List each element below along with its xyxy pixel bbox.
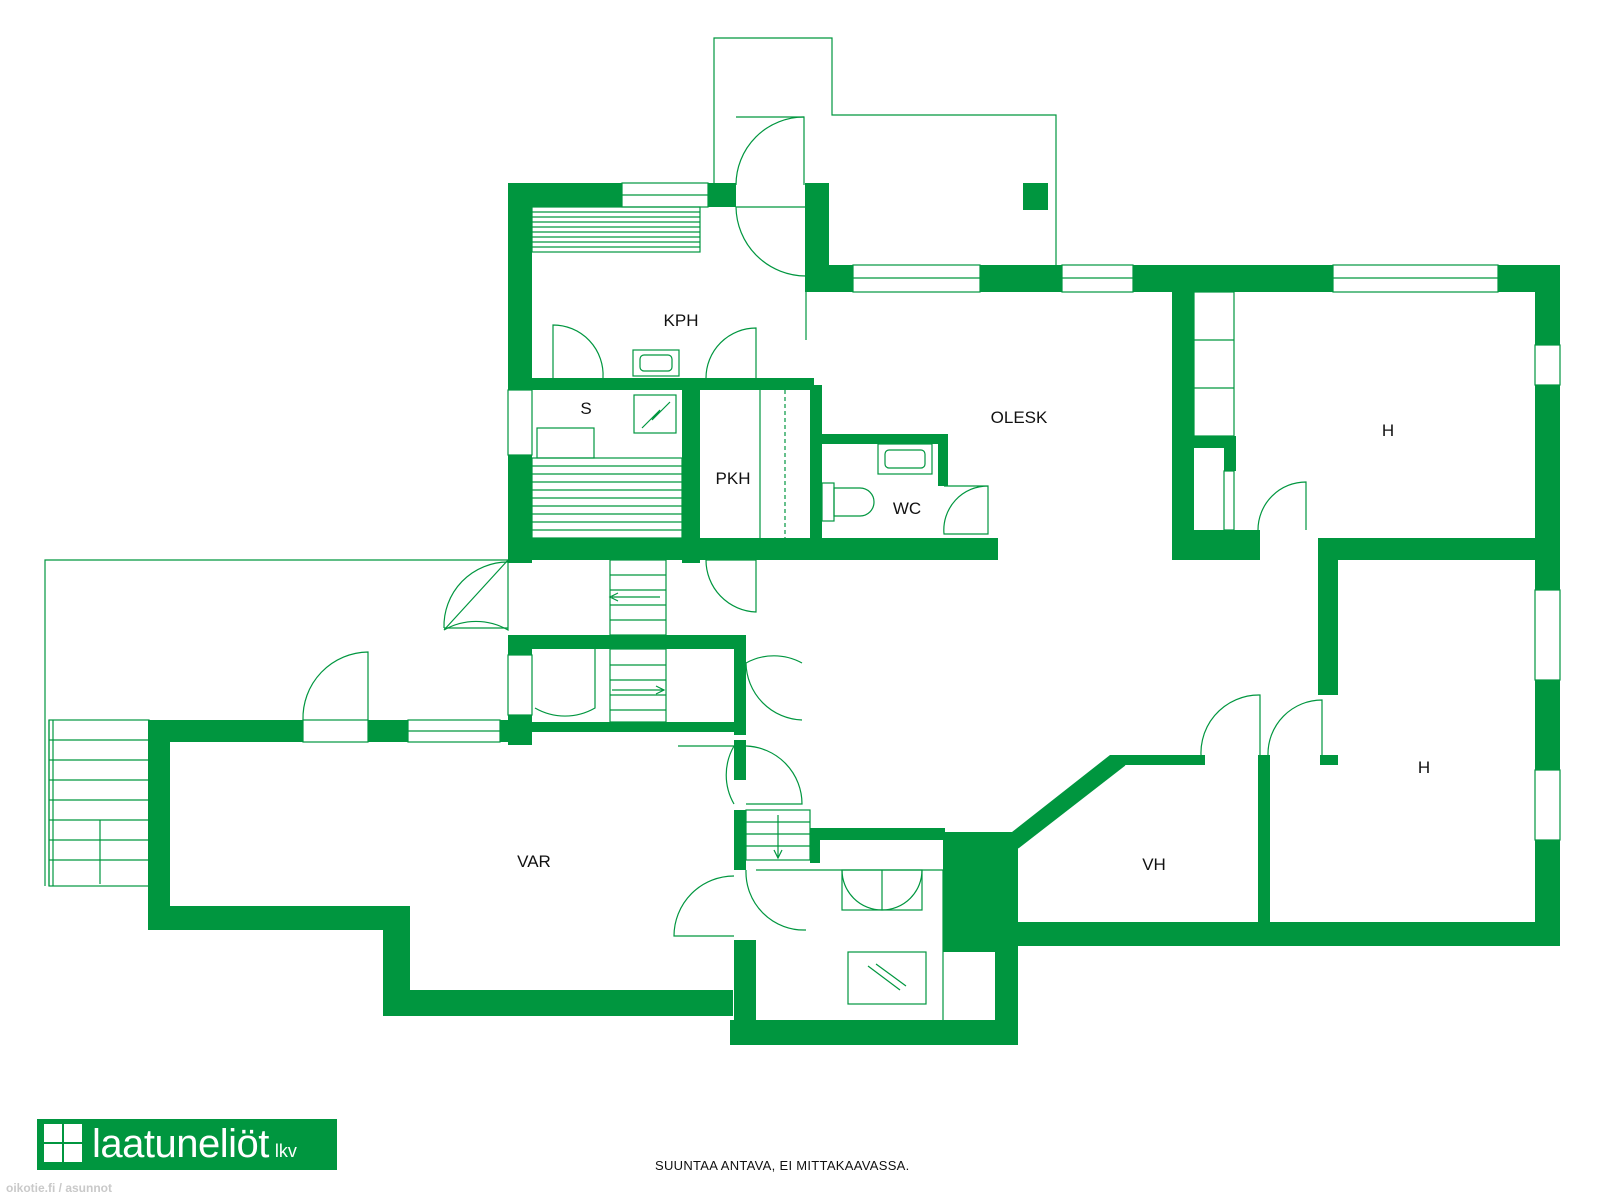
room-label-olesk: OLESK [991, 408, 1048, 427]
company-logo: laatuneliöt lkv [37, 1119, 337, 1170]
room-label-pkh: PKH [716, 469, 751, 488]
room-label-h2: H [1418, 758, 1430, 777]
source-watermark: oikotie.fi / asunnot [6, 1181, 113, 1195]
room-label-h1: H [1382, 421, 1394, 440]
fixtures [531, 206, 1235, 1020]
walls [148, 183, 1560, 1045]
outdoor-stairs [48, 719, 150, 887]
logo-mark-icon [40, 1122, 86, 1168]
logo-brand-text: laatuneliöt [92, 1122, 269, 1166]
scale-disclaimer: SUUNTAA ANTAVA, EI MITTAKAAVASSA. [655, 1158, 910, 1173]
room-label-vh: VH [1142, 855, 1166, 874]
room-label-kph: KPH [664, 311, 699, 330]
doors [302, 116, 1323, 937]
room-labels: KPH S PKH OLESK WC H H VAR VH [517, 311, 1430, 874]
windows [302, 182, 1561, 841]
room-label-var: VAR [517, 852, 551, 871]
outdoor-outlines [44, 37, 1057, 886]
room-label-s: S [580, 399, 591, 418]
logo-suffix-text: lkv [274, 1141, 297, 1161]
room-label-wc: WC [893, 499, 921, 518]
